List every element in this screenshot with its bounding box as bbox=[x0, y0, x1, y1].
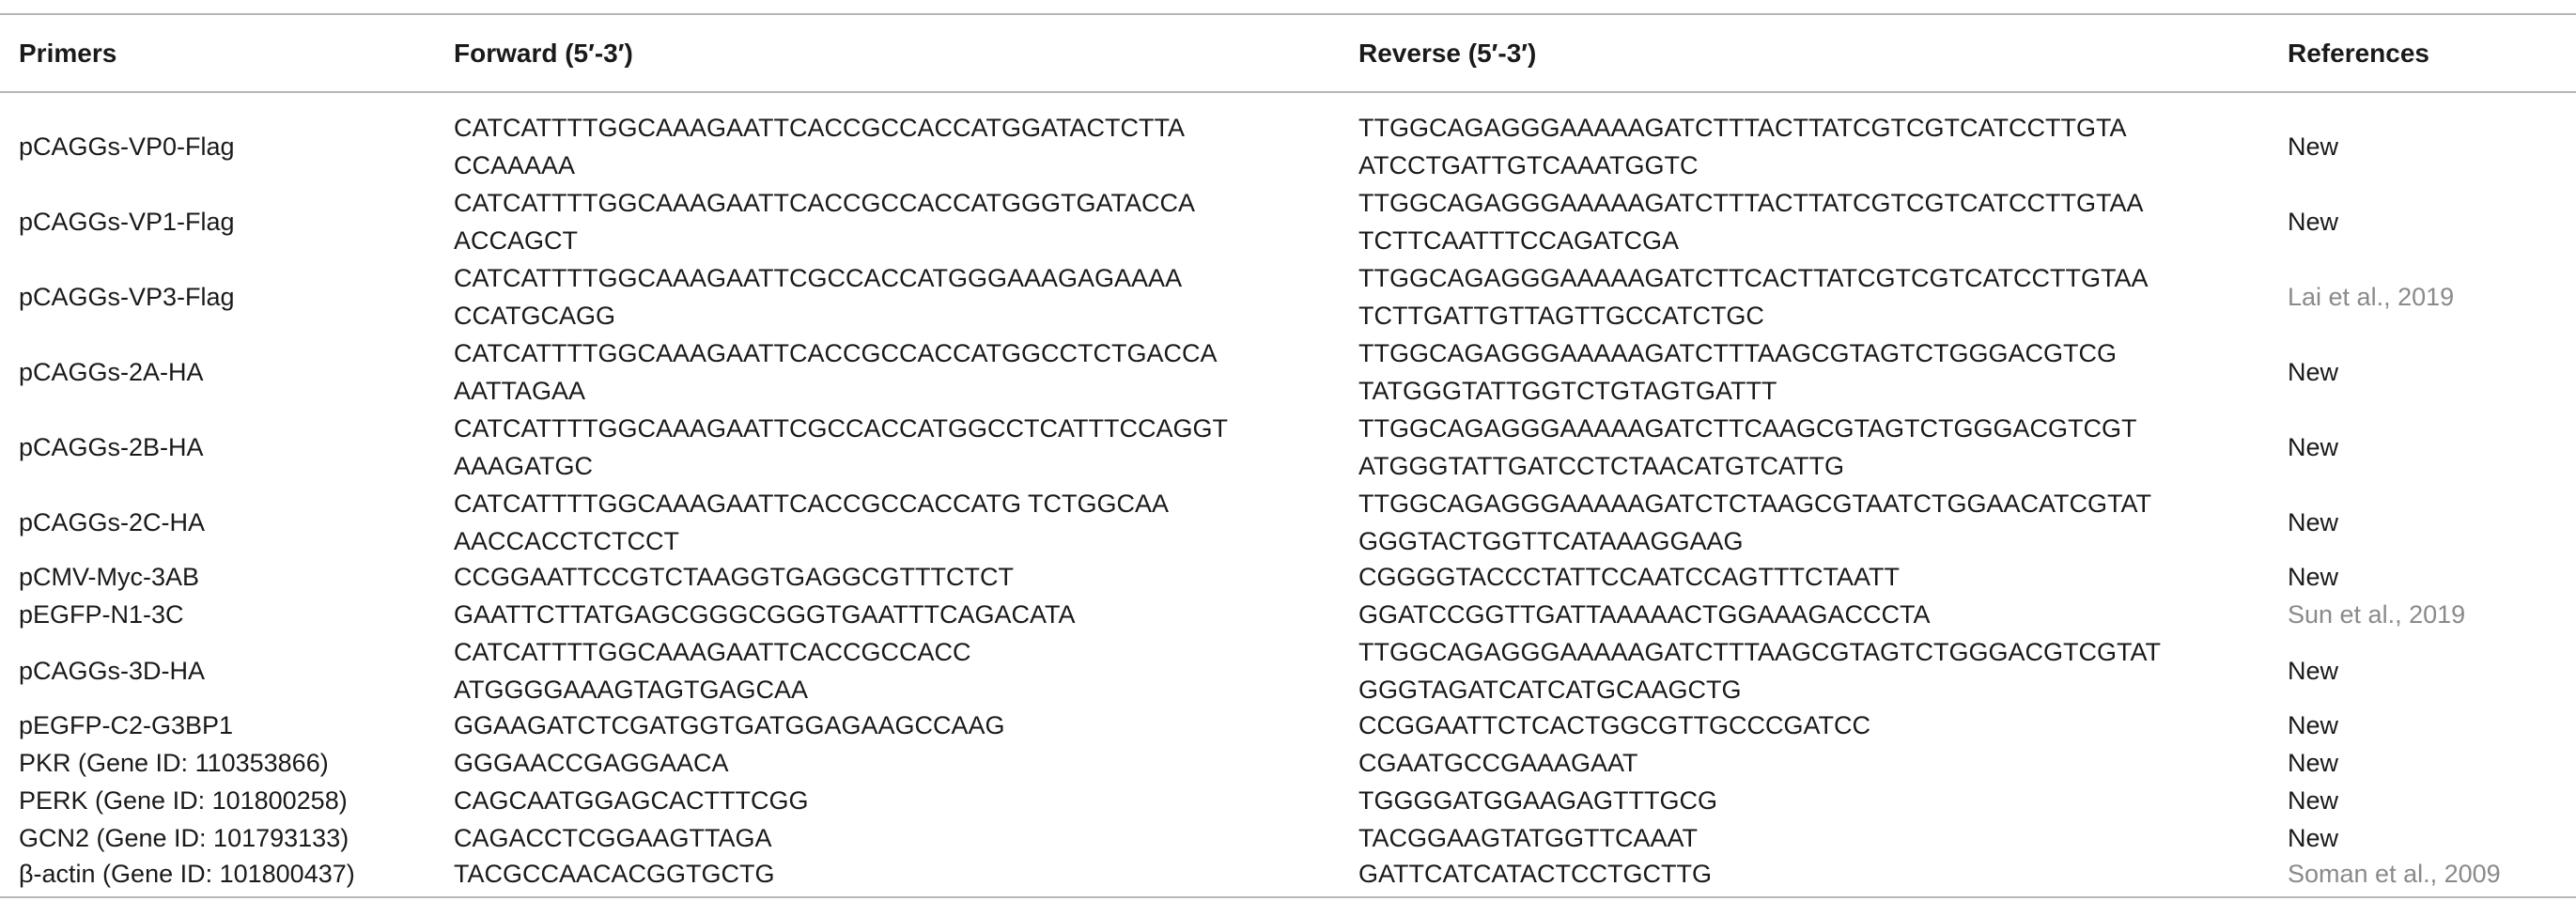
primer-name: pEGFP-N1-3C bbox=[19, 600, 184, 629]
reference: New bbox=[2288, 657, 2339, 685]
forward-seq: GAATTCTTATGAGCGGGCGGGTGAATTTCAGACATA bbox=[454, 600, 1076, 629]
reverse-seq: GATTCATCATACTCCTGCTTG bbox=[1358, 860, 1712, 888]
reverse-seq-line2: ATCCTGATTGTCAAATGGTC bbox=[1358, 151, 1699, 179]
primer-name: pCAGGs-2B-HA bbox=[19, 433, 204, 461]
reverse-seq-line1: TTGGCAGAGGGAAAAAGATCTCTAAGCGTAATCTGGAACA… bbox=[1358, 490, 2152, 518]
reverse-seq: CCGGAATTCTCACTGGCGTTGCCCGATCC bbox=[1358, 711, 1870, 739]
table-top-rule bbox=[0, 13, 2576, 15]
table-bottom-rule bbox=[0, 896, 2576, 898]
forward-seq: GGAAGATCTCGATGGTGATGGAGAAGCCAAG bbox=[454, 711, 1005, 739]
reverse-seq: TGGGGATGGAAGAGTTTGCG bbox=[1358, 786, 1718, 815]
reference: New bbox=[2288, 563, 2339, 591]
forward-seq-line2: CCATGCAGG bbox=[454, 302, 616, 330]
reference: New bbox=[2288, 208, 2339, 236]
reference: Soman et al., 2009 bbox=[2288, 860, 2501, 888]
forward-seq-line2: AAAGATGC bbox=[454, 452, 594, 480]
reverse-seq: CGAATGCCGAAAGAAT bbox=[1358, 749, 1638, 777]
reverse-seq-line1: TTGGCAGAGGGAAAAAGATCTTCACTTATCGTCGTCATCC… bbox=[1358, 264, 2149, 292]
header-reverse: Reverse (5′-3′) bbox=[1358, 39, 1537, 68]
forward-seq-line1: CATCATTTTGGCAAAGAATTCACCGCCACC bbox=[454, 638, 971, 666]
header-rule bbox=[0, 91, 2576, 93]
forward-seq-line1: CATCATTTTGGCAAAGAATTCACCGCCACCATGGGTGATA… bbox=[454, 189, 1196, 217]
primer-name: pCAGGs-VP1-Flag bbox=[19, 208, 235, 236]
reverse-seq-line2: GGGTAGATCATCATGCAAGCTG bbox=[1358, 676, 1742, 704]
reverse-seq-line1: TTGGCAGAGGGAAAAAGATCTTTACTTATCGTCGTCATCC… bbox=[1358, 114, 2127, 142]
forward-seq-line2: AATTAGAA bbox=[454, 377, 586, 405]
reference: New bbox=[2288, 358, 2339, 386]
header-forward: Forward (5′-3′) bbox=[454, 39, 633, 68]
forward-seq-line2: AACCACCTCTCCT bbox=[454, 527, 679, 555]
reference: New bbox=[2288, 508, 2339, 536]
forward-seq: TACGCCAACACGGTGCTG bbox=[454, 860, 775, 888]
forward-seq: CAGACCTCGGAAGTTAGA bbox=[454, 824, 772, 852]
forward-seq: CCGGAATTCCGTCTAAGGTGAGGCGTTTCTCT bbox=[454, 563, 1014, 591]
reverse-seq: TACGGAAGTATGGTTCAAAT bbox=[1358, 824, 1699, 852]
reverse-seq-line1: TTGGCAGAGGGAAAAAGATCTTTACTTATCGTCGTCATCC… bbox=[1358, 189, 2144, 217]
reverse-seq-line1: TTGGCAGAGGGAAAAAGATCTTTAAGCGTAGTCTGGGACG… bbox=[1358, 638, 2162, 666]
forward-seq-line1: CATCATTTTGGCAAAGAATTCGCCACCATGGGAAAGAGAA… bbox=[454, 264, 1183, 292]
reverse-seq-line2: TATGGGTATTGGTCTGTAGTGATTT bbox=[1358, 377, 1777, 405]
primer-name: GCN2 (Gene ID: 101793133) bbox=[19, 824, 349, 852]
reverse-seq: CGGGGTACCCTATTCCAATCCAGTTTCTAATT bbox=[1358, 563, 1900, 591]
primer-name: pCAGGs-VP3-Flag bbox=[19, 283, 235, 311]
forward-seq-line2: CCAAAAA bbox=[454, 151, 576, 179]
reference: New bbox=[2288, 824, 2339, 852]
primer-name: pCAGGs-2C-HA bbox=[19, 508, 206, 536]
primer-name: PKR (Gene ID: 110353866) bbox=[19, 749, 329, 777]
reference: New bbox=[2288, 749, 2339, 777]
reverse-seq-line2: TCTTCAATTTCCAGATCGA bbox=[1358, 226, 1679, 255]
forward-seq-line1: CATCATTTTGGCAAAGAATTCACCGCCACCATG TCTGGC… bbox=[454, 490, 1170, 518]
reference: New bbox=[2288, 433, 2339, 461]
primer-name: pCAGGs-3D-HA bbox=[19, 657, 206, 685]
reference: New bbox=[2288, 132, 2339, 161]
header-references: References bbox=[2288, 39, 2429, 68]
header-primers: Primers bbox=[19, 39, 117, 68]
reverse-seq-line1: TTGGCAGAGGGAAAAAGATCTTTAAGCGTAGTCTGGGACG… bbox=[1358, 339, 2118, 367]
primer-name: pCMV-Myc-3AB bbox=[19, 563, 200, 591]
reference: Lai et al., 2019 bbox=[2288, 283, 2455, 311]
primer-name: PERK (Gene ID: 101800258) bbox=[19, 786, 348, 815]
reverse-seq-line2: ATGGGTATTGATCCTCTAACATGTCATTG bbox=[1358, 452, 1844, 480]
primer-name: pCAGGs-2A-HA bbox=[19, 358, 204, 386]
reference: New bbox=[2288, 786, 2339, 815]
forward-seq: GGGAACCGAGGAACA bbox=[454, 749, 729, 777]
reference: Sun et al., 2019 bbox=[2288, 600, 2466, 629]
forward-seq: CAGCAATGGAGCACTTTCGG bbox=[454, 786, 809, 815]
reference: New bbox=[2288, 711, 2339, 739]
reverse-seq: GGATCCGGTTGATTAAAAACTGGAAAGACCCTA bbox=[1358, 600, 1931, 629]
reverse-seq-line1: TTGGCAGAGGGAAAAAGATCTTCAAGCGTAGTCTGGGACG… bbox=[1358, 414, 2137, 443]
forward-seq-line2: ATGGGGAAAGTAGTGAGCAA bbox=[454, 676, 809, 704]
primer-name: β-actin (Gene ID: 101800437) bbox=[19, 860, 355, 888]
forward-seq-line1: CATCATTTTGGCAAAGAATTCACCGCCACCATGGATACTC… bbox=[454, 114, 1185, 142]
forward-seq-line2: ACCAGCT bbox=[454, 226, 579, 255]
forward-seq-line1: CATCATTTTGGCAAAGAATTCACCGCCACCATGGCCTCTG… bbox=[454, 339, 1218, 367]
forward-seq-line1: CATCATTTTGGCAAAGAATTCGCCACCATGGCCTCATTTC… bbox=[454, 414, 1228, 443]
reverse-seq-line2: TCTTGATTGTTAGTTGCCATCTGC bbox=[1358, 302, 1764, 330]
primer-name: pEGFP-C2-G3BP1 bbox=[19, 711, 234, 739]
reverse-seq-line2: GGGTACTGGTTCATAAAGGAAG bbox=[1358, 527, 1744, 555]
primer-name: pCAGGs-VP0-Flag bbox=[19, 132, 235, 161]
